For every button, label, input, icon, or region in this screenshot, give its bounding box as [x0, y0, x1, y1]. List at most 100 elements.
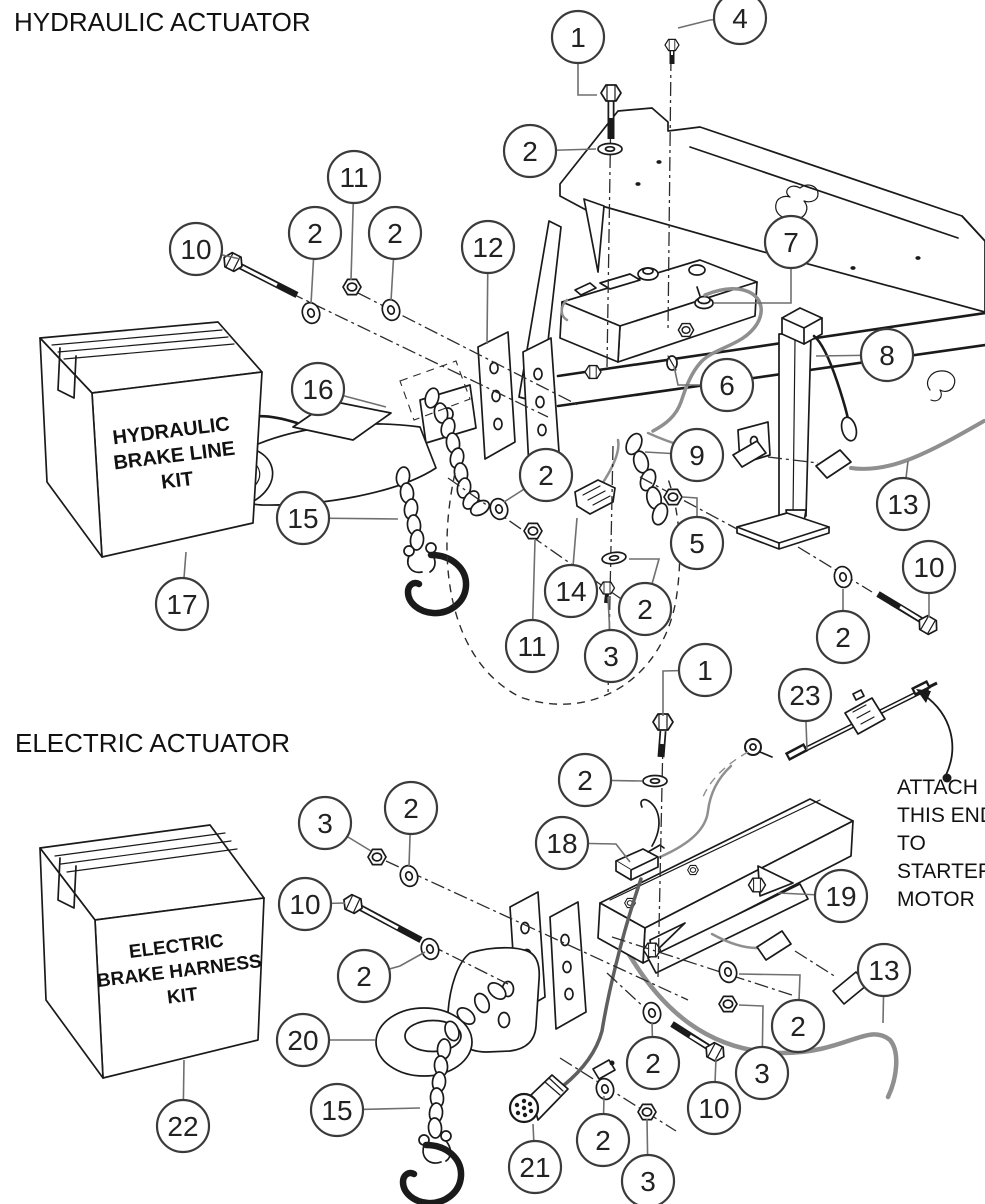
callout-balloon — [460, 219, 516, 275]
callout-balloon — [699, 357, 755, 413]
callout-2: 2 — [815, 589, 871, 665]
callout-23: 23 — [777, 667, 833, 751]
callout-3: 3 — [297, 795, 372, 852]
starter-motor-note: ATTACH THIS END TO STARTER MOTOR — [897, 689, 985, 911]
callout-number: 10 — [698, 1093, 729, 1124]
swivel-jack — [736, 307, 858, 550]
hex-bolt — [652, 713, 674, 731]
washer — [593, 1075, 617, 1103]
hydraulic-breakaway-cable — [646, 419, 985, 479]
callout-number: 2 — [356, 961, 372, 992]
callout-balloon — [277, 876, 333, 932]
wiring-connector-4flat — [574, 438, 620, 515]
callout-number: 2 — [387, 218, 403, 249]
callout-balloon — [575, 1112, 631, 1168]
callout-11: 11 — [326, 149, 382, 281]
callout-21: 21 — [507, 1123, 563, 1195]
callout-balloon — [669, 515, 725, 571]
callout-balloon — [625, 1035, 681, 1091]
callout-balloon — [815, 609, 871, 665]
callout-number: 2 — [790, 1011, 806, 1042]
washer — [378, 296, 404, 324]
callout-balloon — [583, 628, 639, 684]
callout-number: 3 — [603, 641, 619, 672]
callout-number: 9 — [689, 440, 705, 471]
callout-3: 3 — [583, 596, 639, 684]
callout-2: 2 — [738, 973, 826, 1054]
callout-7: 7 — [714, 214, 819, 304]
callout-balloon — [502, 123, 558, 179]
callout-balloon — [326, 149, 382, 205]
callout-balloon — [155, 1098, 211, 1154]
callout-number: 12 — [472, 232, 503, 263]
electric-cable-connectors — [710, 930, 868, 1005]
fasteners — [219, 38, 942, 1121]
callout-balloon — [669, 427, 725, 483]
callout-13: 13 — [856, 942, 912, 1024]
callout-number: 2 — [538, 460, 554, 491]
washer — [298, 299, 324, 327]
callout-balloon — [543, 563, 599, 619]
electric-section-title: ELECTRIC ACTUATOR — [15, 728, 290, 758]
flat-washer — [597, 142, 623, 156]
flat-washer — [642, 774, 668, 788]
note-line3: TO — [897, 832, 926, 855]
callout-20: 20 — [275, 1012, 375, 1068]
callout-4: 4 — [677, 0, 768, 46]
callout-3: 3 — [620, 1118, 676, 1204]
callout-19: 19 — [777, 868, 869, 924]
callout-number: 3 — [640, 1166, 656, 1197]
callout-balloon — [504, 618, 560, 674]
callout-15: 15 — [309, 1082, 421, 1138]
callout-2: 2 — [575, 1095, 631, 1168]
callout-balloon — [507, 1139, 563, 1195]
screw — [598, 581, 616, 595]
callout-balloon — [620, 1153, 676, 1204]
hydraulic-kit-box: HYDRAULIC BRAKE LINE KIT — [39, 321, 263, 558]
callout-balloon — [734, 1045, 790, 1101]
callout-number: 2 — [307, 218, 323, 249]
callout-number: 2 — [637, 594, 653, 625]
callout-balloon — [677, 642, 733, 698]
callout-balloon — [336, 948, 392, 1004]
starter-breakaway-cable — [702, 679, 938, 798]
callout-number: 2 — [645, 1048, 661, 1079]
callout-number: 14 — [555, 576, 586, 607]
callout-number: 17 — [166, 589, 197, 620]
flat-washer — [600, 550, 628, 566]
callout-number: 1 — [570, 22, 586, 53]
electric-safety-chain-hook — [399, 982, 507, 1204]
callout-2: 2 — [503, 447, 574, 503]
lock-nut — [718, 995, 738, 1013]
callout-2: 2 — [557, 752, 643, 808]
screw — [664, 38, 680, 52]
callout-10: 10 — [277, 876, 346, 932]
lock-nut — [523, 522, 543, 540]
safety-ring — [375, 1007, 473, 1077]
callout-number: 2 — [577, 765, 593, 796]
callout-balloon — [875, 476, 931, 532]
washer — [417, 935, 443, 963]
lock-nut — [342, 278, 362, 296]
callout-2: 2 — [625, 1021, 681, 1091]
electric-coupler — [447, 946, 541, 1053]
callout-2: 2 — [502, 123, 597, 179]
callout-number: 10 — [289, 889, 320, 920]
channel-bracket — [419, 331, 560, 469]
callout-balloon — [287, 205, 343, 261]
washer — [640, 999, 664, 1027]
callout-18: 18 — [534, 815, 631, 871]
callout-balloon — [856, 942, 912, 998]
callout-number: 13 — [868, 955, 899, 986]
callout-number: 18 — [546, 828, 577, 859]
callout-6: 6 — [673, 357, 755, 413]
callout-number: 3 — [317, 808, 333, 839]
callout-10: 10 — [686, 1057, 742, 1136]
callout-balloon — [617, 581, 673, 637]
hydraulic-kit-label-line3: KIT — [160, 468, 195, 494]
electric-breakaway-cable — [619, 939, 899, 1100]
callout-balloon — [813, 868, 869, 924]
callout-number: 22 — [167, 1111, 198, 1142]
